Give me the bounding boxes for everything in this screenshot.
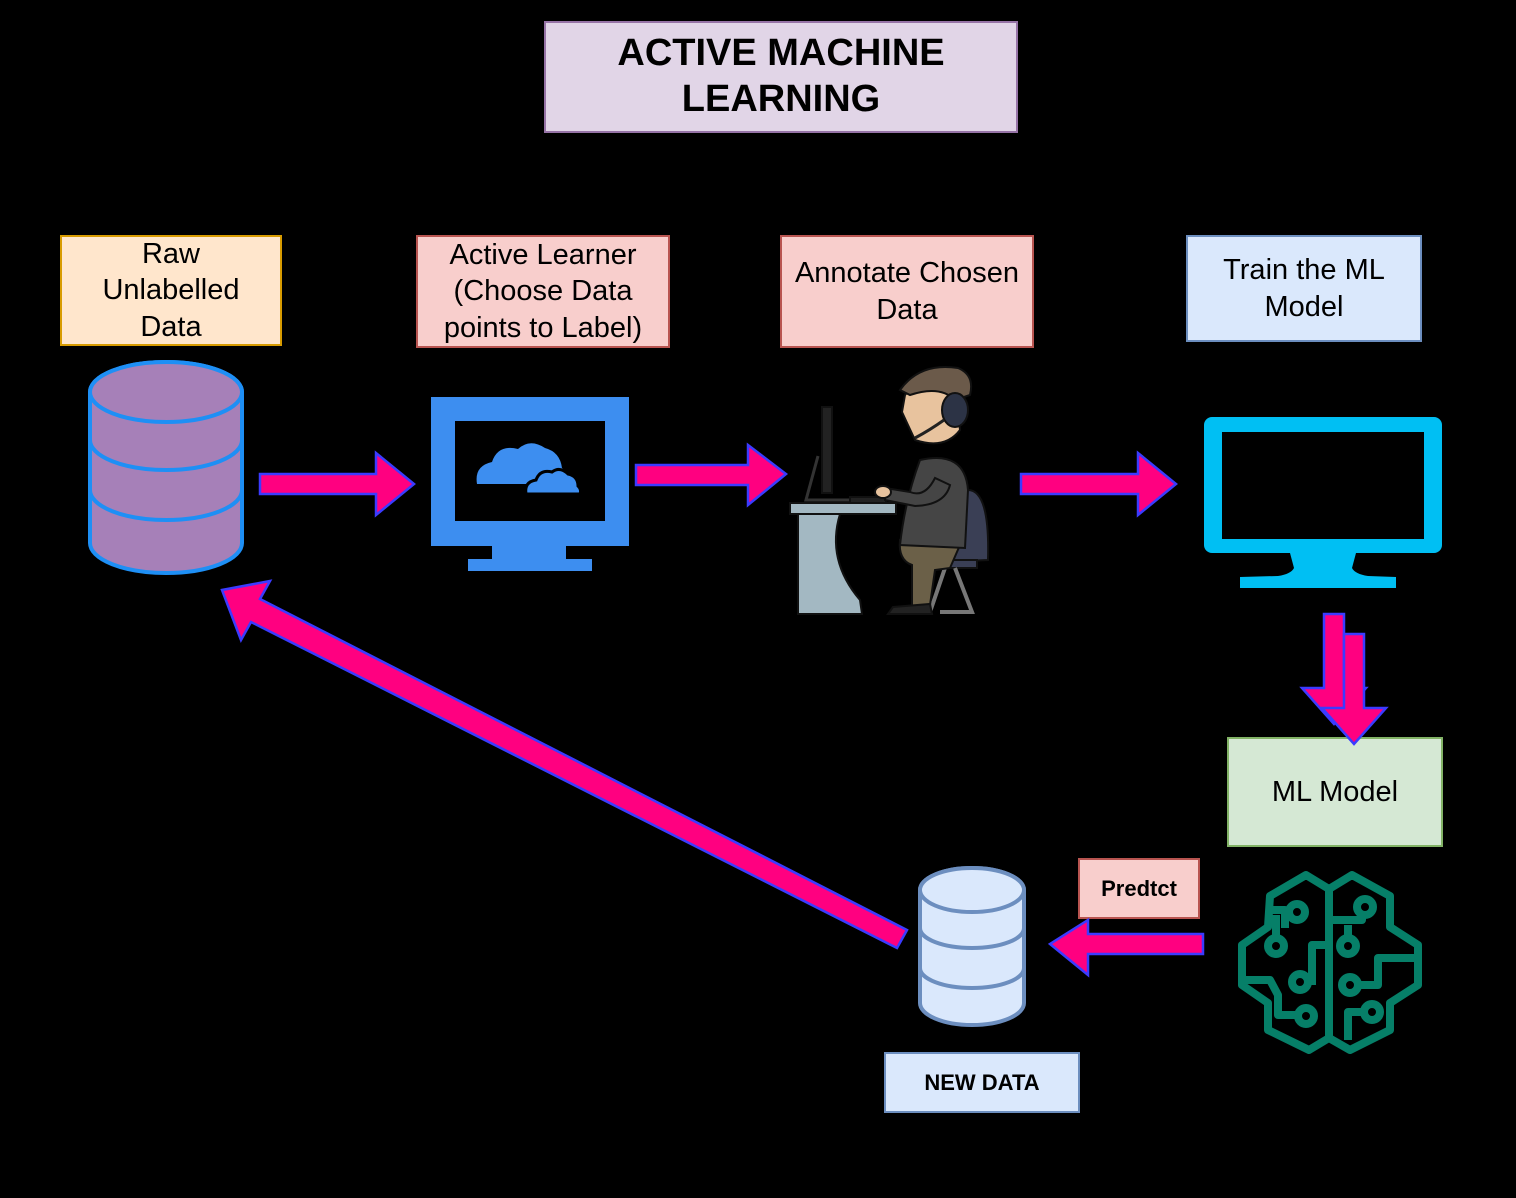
- label-line: Predtct: [1101, 875, 1177, 901]
- label-line: Data: [140, 310, 202, 343]
- title-line-2: LEARNING: [681, 78, 881, 120]
- label-line: Data: [876, 293, 938, 326]
- diagram-title: ACTIVE MACHINE LEARNING: [544, 21, 1018, 133]
- label-line: Annotate Chosen: [794, 257, 1020, 290]
- label-line: points to Label): [443, 311, 643, 344]
- label-line: NEW DATA: [924, 1069, 1040, 1095]
- arrow-right-icon: [258, 450, 416, 518]
- arrow-down-icon: [1319, 632, 1389, 746]
- arrow-diagonal-icon: [220, 579, 909, 950]
- label-line: Raw: [141, 238, 200, 271]
- database-icon: [918, 866, 1026, 1027]
- active-learner-label: Active Learner (Choose Data points to La…: [416, 235, 670, 348]
- label-line: ML Model: [1271, 775, 1399, 808]
- label-line: Model: [1264, 290, 1344, 323]
- arrow-left-icon: [1047, 917, 1205, 978]
- label-line: Unlabelled: [102, 274, 240, 307]
- database-icon: [88, 360, 244, 575]
- annotator-person-icon: [789, 366, 990, 615]
- monitor-icon: [1204, 417, 1442, 588]
- annotate-chosen-data-label: Annotate Chosen Data: [780, 235, 1034, 348]
- ml-model-label: ML Model: [1227, 737, 1443, 847]
- train-ml-model-label: Train the ML Model: [1186, 235, 1422, 342]
- brain-circuit-icon: [1238, 871, 1422, 1054]
- raw-unlabelled-data-label: Raw Unlabelled Data: [60, 235, 282, 346]
- label-line: (Choose Data: [453, 275, 633, 308]
- label-line: Active Learner: [449, 239, 637, 272]
- predict-label: Predtct: [1078, 858, 1200, 919]
- arrow-right-icon: [634, 442, 789, 508]
- arrow-right-icon: [1019, 450, 1178, 518]
- new-data-label: NEW DATA: [884, 1052, 1080, 1113]
- arrows: [220, 442, 1389, 978]
- monitor-cloud-icon: [431, 397, 629, 571]
- label-line: Train the ML: [1223, 254, 1385, 287]
- title-line-1: ACTIVE MACHINE: [617, 32, 945, 75]
- cloud-icon: [476, 443, 583, 496]
